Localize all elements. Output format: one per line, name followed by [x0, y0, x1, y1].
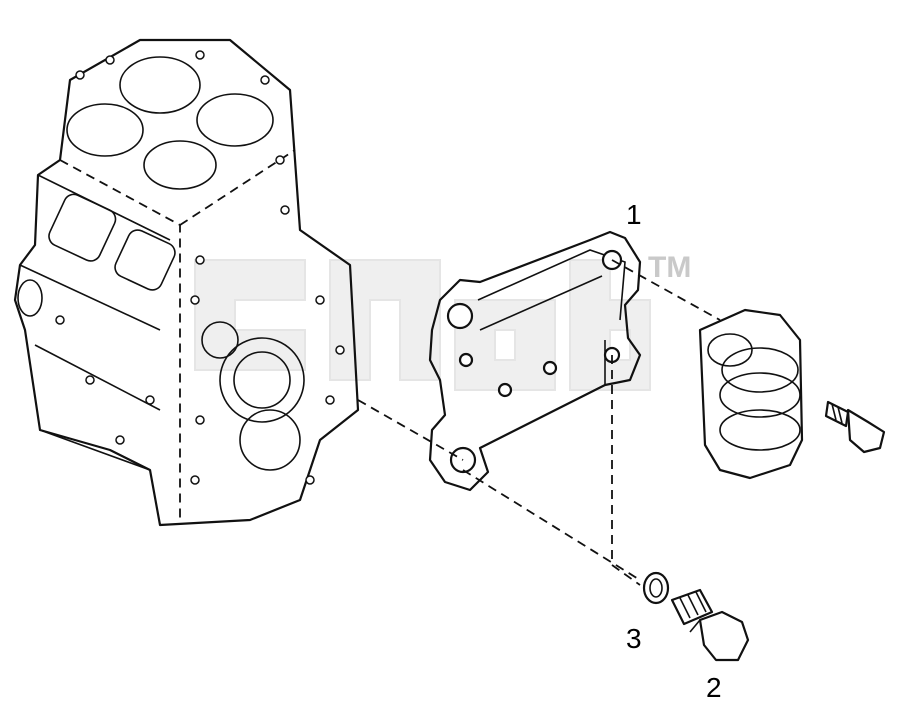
alignment-lines	[357, 259, 721, 586]
component-bolt	[824, 400, 886, 454]
mounted-component	[698, 308, 804, 480]
callout-1: 1	[626, 199, 642, 230]
part-3-washer	[642, 571, 670, 605]
part-2-bolt	[670, 588, 750, 662]
watermark-tm: TM	[648, 251, 691, 284]
engine-block	[13, 38, 360, 527]
callout-3: 3	[626, 623, 642, 654]
watermark-logo	[194, 259, 651, 391]
callout-2: 2	[706, 672, 722, 703]
